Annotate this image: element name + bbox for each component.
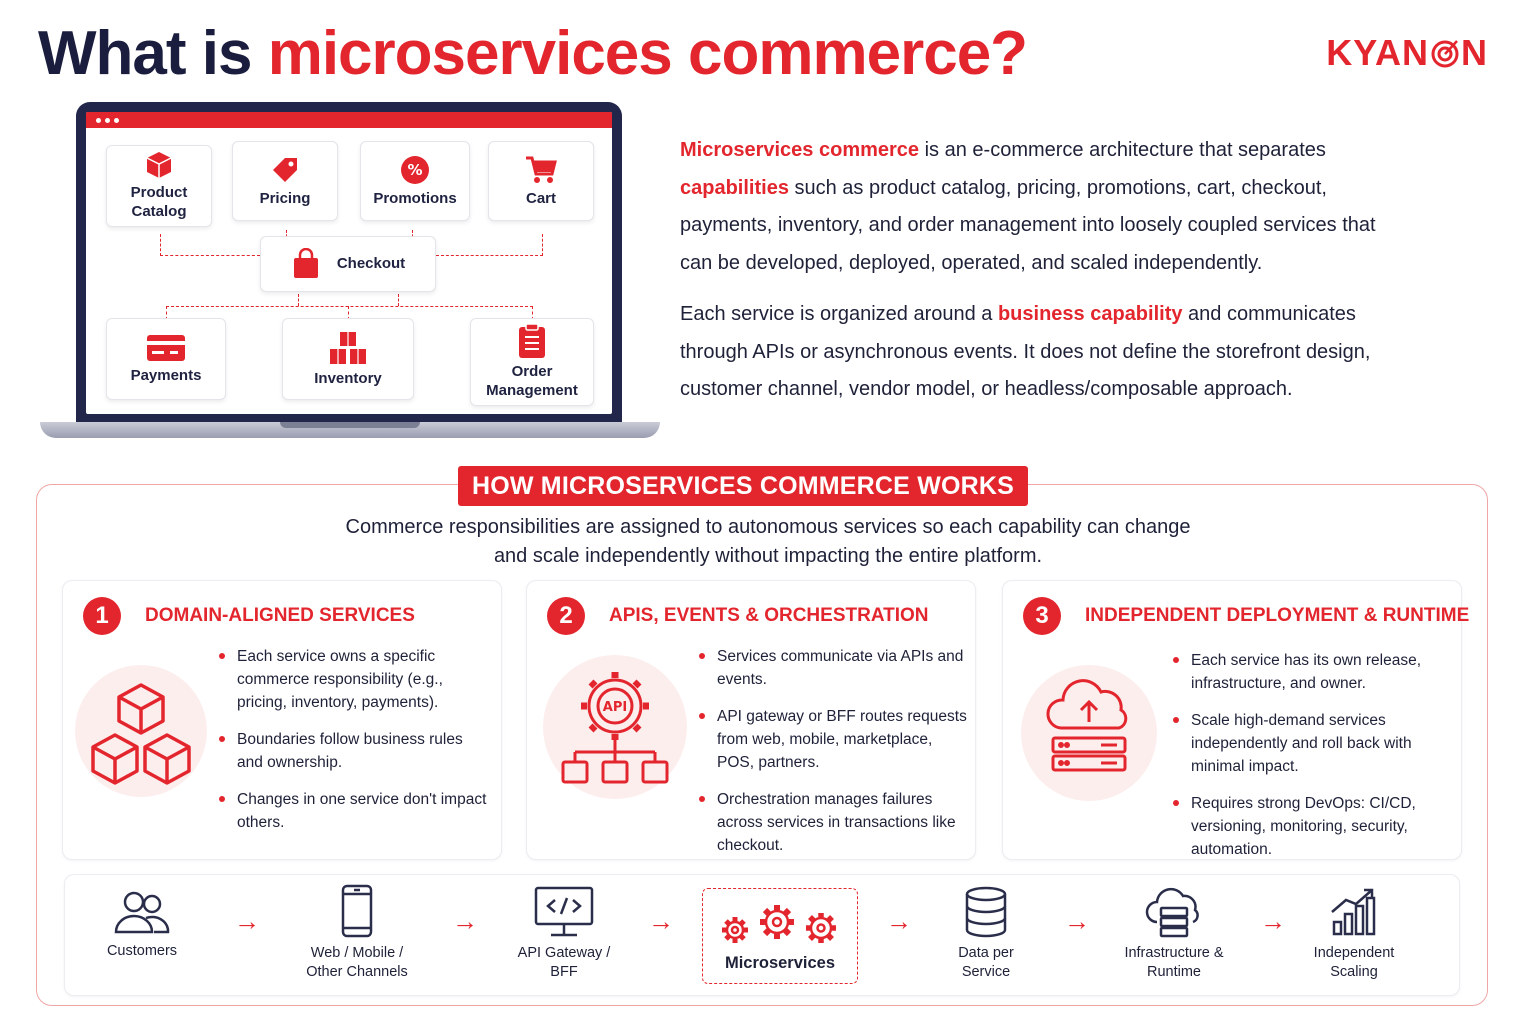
service-checkout: Checkout	[260, 236, 436, 292]
flow-arrow: →	[886, 906, 912, 936]
bullet: Boundaries follow business rules and own…	[219, 728, 489, 774]
credit-card-icon	[147, 334, 185, 361]
flow-arrow: →	[452, 906, 478, 936]
clipboard-icon	[519, 323, 545, 359]
flow-arrow: →	[234, 906, 260, 936]
logo-text-right: N	[1461, 32, 1488, 73]
bullet: Changes in one service don't impact othe…	[219, 788, 489, 834]
flow-step-microservices: Microservices	[702, 888, 858, 984]
svg-text:%: %	[407, 161, 422, 179]
api-gear-icon: API	[561, 672, 669, 784]
section-banner: HOW MICROSERVICES COMMERCE WORKS	[458, 466, 1028, 506]
target-icon	[1431, 40, 1459, 68]
flow-arrow: →	[648, 906, 674, 936]
description: Microservices commerce is an e-commerce …	[680, 132, 1410, 423]
cloud-server-icon	[1145, 887, 1199, 938]
card-number: 3	[1023, 597, 1061, 635]
discount-badge-icon: %	[401, 155, 429, 184]
cubes-icon-circle	[75, 665, 207, 797]
database-icon	[965, 886, 1007, 938]
bullet: API gateway or BFF routes requests from …	[699, 705, 969, 774]
architecture-flow	[64, 874, 1460, 996]
service-inventory: Inventory	[282, 318, 414, 400]
card-title: APIS, EVENTS & ORCHESTRATION	[609, 605, 929, 626]
flow-step-customers: Customers	[92, 888, 192, 961]
card-title: INDEPENDENT DEPLOYMENT & RUNTIME	[1085, 605, 1470, 626]
code-monitor-icon	[534, 886, 594, 937]
api-icon-circle: API	[543, 655, 687, 799]
flow-step-data: Data per Service	[938, 886, 1034, 982]
service-label: Order Management	[486, 363, 578, 399]
cart-icon	[526, 156, 557, 183]
flow-arrow: →	[1064, 906, 1090, 936]
cloud-server-icon	[1046, 679, 1128, 772]
card-apis-events-orchestration: 2 APIS, EVENTS & ORCHESTRATION API Servi…	[526, 580, 976, 860]
service-pricing: Pricing	[232, 141, 338, 221]
laptop-display: Product Catalog Pricing % Promotions Car…	[86, 112, 612, 414]
bullet: Scale high-demand services independently…	[1173, 709, 1453, 778]
flow-step-infrastructure: Infrastructure & Runtime	[1112, 886, 1236, 982]
card-bullets: Each service owns a specific commerce re…	[219, 645, 489, 848]
card-domain-aligned-services: 1 DOMAIN-ALIGNED SERVICES Each service o…	[62, 580, 502, 860]
card-number: 2	[547, 597, 585, 635]
service-label: Inventory	[314, 369, 382, 387]
bar-chart-growth-icon	[1331, 888, 1376, 936]
service-label: Checkout	[336, 254, 406, 272]
service-order-management: Order Management	[470, 318, 594, 406]
flow-step-channels: Web / Mobile / Other Channels	[294, 884, 420, 982]
card-independent-deployment: 3 INDEPENDENT DEPLOYMENT & RUNTIME Each …	[1002, 580, 1469, 860]
card-bullets: Services communicate via APIs and events…	[699, 645, 969, 871]
logo-text-left: KYAN	[1326, 32, 1429, 73]
service-label: Pricing	[259, 189, 311, 207]
description-paragraph-1: Microservices commerce is an e-commerce …	[680, 139, 1376, 274]
shopping-bag-icon	[293, 248, 318, 278]
laptop-notch	[280, 422, 420, 428]
service-payments: Payments	[106, 318, 226, 400]
price-tag-icon	[273, 157, 297, 182]
bullet: Orchestration manages failures across se…	[699, 788, 969, 857]
flow-step-scaling: Independent Scaling	[1304, 886, 1404, 982]
flow-arrow: →	[1260, 906, 1286, 936]
page-title: What is microservices commerce?	[38, 18, 1028, 89]
title-part-1: What is	[38, 19, 268, 88]
laptop-screen: Product Catalog Pricing % Promotions Car…	[76, 102, 622, 424]
box-icon	[146, 152, 172, 179]
bullet: Each service owns a specific commerce re…	[219, 645, 489, 714]
kyanon-logo: KYAN N	[1326, 32, 1488, 74]
service-promotions: % Promotions	[360, 141, 470, 221]
bullet: Requires strong DevOps: CI/CD, versionin…	[1173, 792, 1453, 861]
stacked-boxes-icon	[330, 331, 366, 364]
card-bullets: Each service has its own release, infras…	[1173, 649, 1453, 875]
section-subtitle: Commerce responsibilities are assigned t…	[345, 516, 1191, 567]
title-part-2: microservices commerce?	[267, 19, 1028, 88]
card-title: DOMAIN-ALIGNED SERVICES	[145, 605, 415, 626]
cubes-icon	[91, 683, 191, 785]
service-cart: Cart	[488, 141, 594, 221]
service-label: Promotions	[373, 189, 457, 207]
cloud-server-icon-circle	[1021, 665, 1157, 801]
gears-icon	[722, 905, 836, 943]
mobile-phone-icon	[341, 884, 373, 938]
service-label: Cart	[525, 189, 556, 207]
window-bar	[86, 112, 612, 128]
service-label: Product Catalog	[130, 184, 188, 220]
description-paragraph-2: Each service is organized around a busin…	[680, 303, 1371, 400]
service-product-catalog: Product Catalog	[106, 145, 212, 227]
card-number: 1	[83, 597, 121, 635]
flow-step-api-gateway: API Gateway / BFF	[508, 886, 620, 982]
bullet: Each service has its own release, infras…	[1173, 649, 1453, 695]
api-icon-label: API	[603, 700, 627, 715]
service-label: Payments	[130, 366, 202, 384]
users-icon	[114, 891, 170, 934]
laptop-base	[40, 422, 660, 438]
bullet: Services communicate via APIs and events…	[699, 645, 969, 691]
